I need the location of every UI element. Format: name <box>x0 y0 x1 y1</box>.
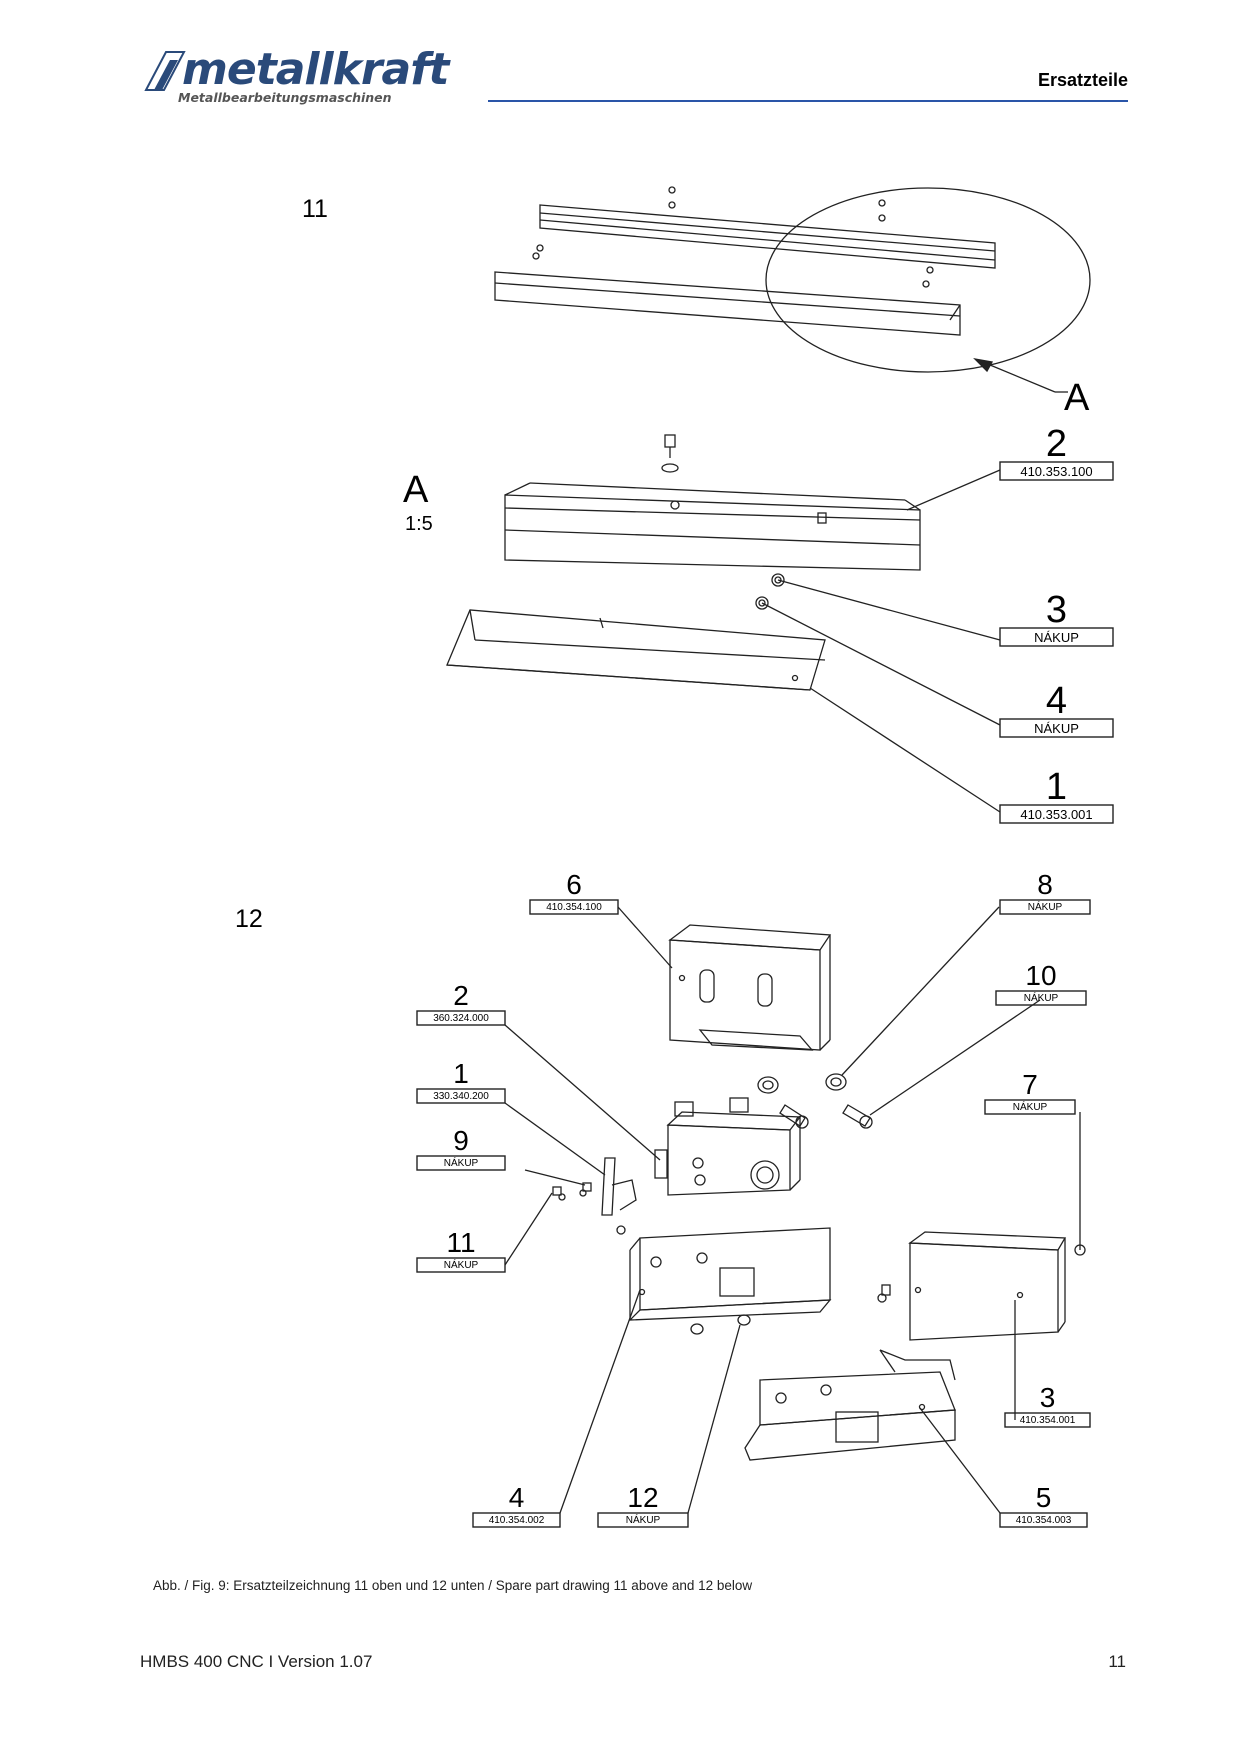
callout-number: 6 <box>566 869 582 900</box>
callout-number: 11 <box>446 1227 475 1258</box>
callout-box <box>999 627 1114 647</box>
callout-part-code: NÁKUP <box>1034 721 1079 736</box>
callout-number: 8 <box>1037 869 1053 900</box>
callout-box <box>999 1512 1088 1528</box>
callout-number: 2 <box>1046 423 1067 465</box>
detail-marker: A <box>1064 377 1090 419</box>
callout-box <box>999 718 1114 738</box>
callout-box <box>1004 1412 1091 1428</box>
callout-box <box>416 1155 506 1171</box>
callout-part-code: NÁKUP <box>626 1513 661 1526</box>
callout-part-code: NÁKUP <box>1013 1100 1048 1113</box>
callout-part-code: NÁKUP <box>1034 630 1079 645</box>
callout-number: 5 <box>1036 1482 1052 1513</box>
page-title: Ersatzteile <box>1037 70 1128 90</box>
callout-part-code: 410.354.001 <box>1020 1415 1076 1426</box>
callout-box <box>999 461 1114 481</box>
callout-box <box>472 1512 561 1528</box>
callout-number: 7 <box>1022 1069 1038 1100</box>
cover-box <box>877 1231 1086 1341</box>
bent-plate <box>744 1349 956 1461</box>
callout-number: 2 <box>453 980 469 1011</box>
callout-box <box>995 990 1087 1006</box>
callout-number: 10 <box>1025 960 1056 991</box>
footer-page-number: 11 <box>1108 1652 1126 1671</box>
metallkraft-logo: metallkraft Metallbearbeitungsmaschinen <box>140 46 480 110</box>
callout-box <box>984 1099 1076 1115</box>
callout-box <box>597 1512 689 1528</box>
callout-part-code: 410.354.002 <box>489 1515 545 1526</box>
bracket-box <box>668 924 832 1051</box>
callout-part-code: 330.340.200 <box>433 1091 489 1102</box>
callout-number: 1 <box>1046 766 1067 808</box>
callout-part-code: 410.353.001 <box>1020 807 1092 822</box>
callout-part-code: NÁKUP <box>1028 900 1063 913</box>
callout-part-code: 360.324.000 <box>433 1013 489 1024</box>
callout-box <box>416 1088 506 1104</box>
callout-box <box>999 804 1114 824</box>
lower-plate <box>628 1227 832 1335</box>
callout-number: 3 <box>1040 1382 1056 1413</box>
rail-overview <box>494 186 996 336</box>
callout-number: 9 <box>453 1125 469 1156</box>
drawing-12-number: 12 <box>235 905 263 933</box>
callout-box <box>416 1257 506 1273</box>
callout-box <box>529 899 619 915</box>
callout-part-code: 410.354.100 <box>546 902 602 913</box>
footer-document: HMBS 400 CNC I Version 1.07 <box>140 1652 373 1671</box>
callout-number: 4 <box>509 1482 525 1513</box>
logo-mark-icon <box>144 51 186 91</box>
callout-number: 4 <box>1046 680 1067 722</box>
callout-number: 3 <box>1046 589 1067 631</box>
header-rule <box>488 100 1128 102</box>
detail-scale: 1:5 <box>405 513 433 535</box>
callout-number: 1 <box>453 1058 469 1089</box>
callout-box <box>999 899 1091 915</box>
callout-part-code: 410.354.003 <box>1016 1515 1072 1526</box>
figure-caption: Abb. / Fig. 9: Ersatzteilzeichnung 11 ob… <box>153 1578 753 1593</box>
callout-part-code: NÁKUP <box>444 1156 479 1169</box>
detail-circle <box>765 187 1091 373</box>
logo-wordmark: metallkraft <box>182 44 449 95</box>
drawing-11-number: 11 <box>302 195 328 223</box>
detail-label: A <box>403 469 429 511</box>
callout-part-code: NÁKUP <box>444 1258 479 1271</box>
rail-detail <box>446 434 921 691</box>
callout-part-code: NÁKUP <box>1024 991 1059 1004</box>
clamp-block <box>654 1097 802 1196</box>
logo-subtitle: Metallbearbeitungsmaschinen <box>178 90 392 105</box>
callout-box <box>416 1010 506 1026</box>
callout-number: 12 <box>627 1482 658 1513</box>
callout-part-code: 410.353.100 <box>1020 464 1092 479</box>
